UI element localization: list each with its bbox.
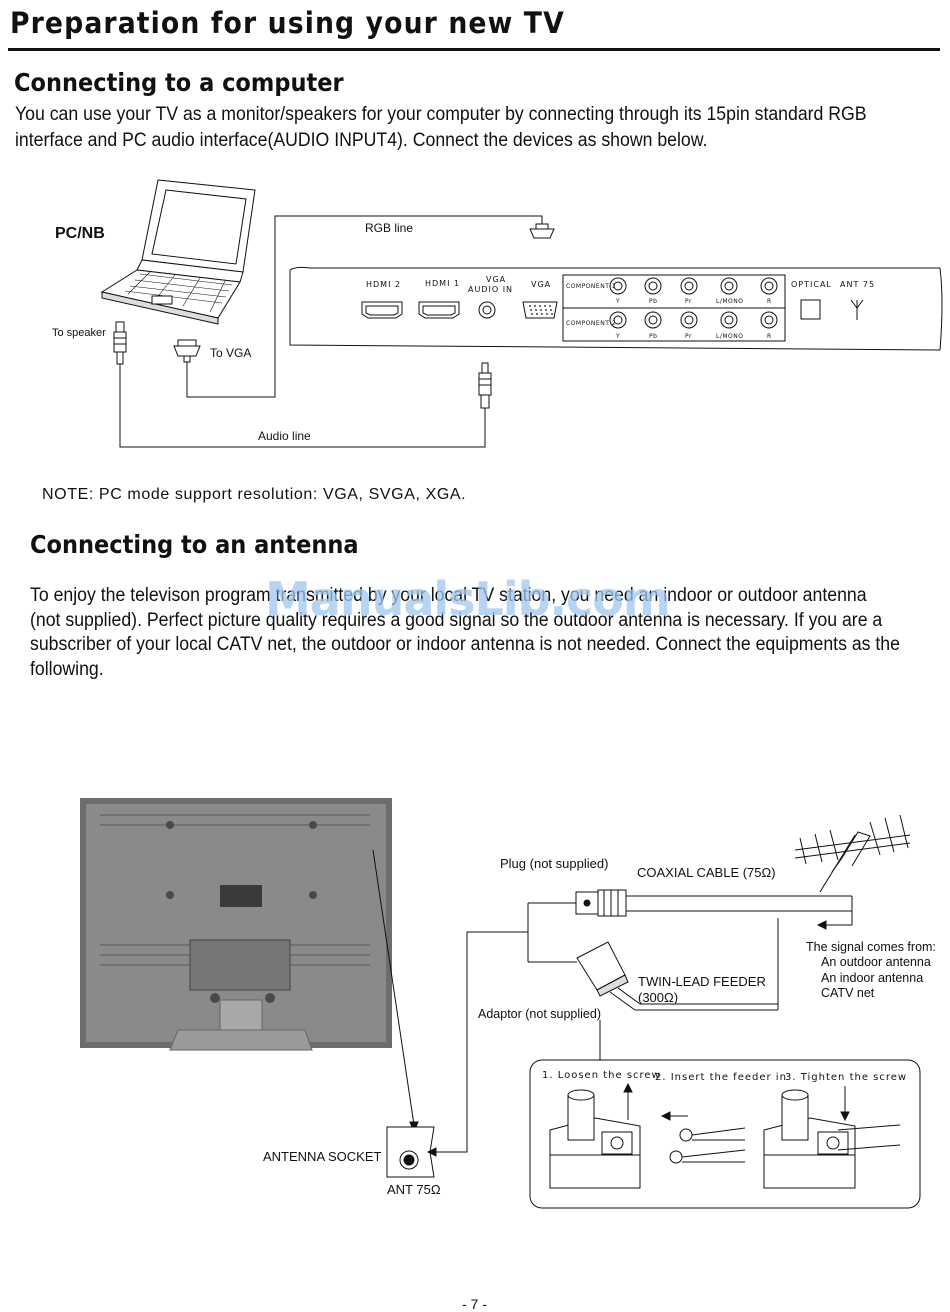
section-heading-computer: Connecting to a computer <box>14 68 344 97</box>
computer-paragraph-line: interface and PC audio interface(AUDIO I… <box>15 130 708 151</box>
section-heading-antenna: Connecting to an antenna <box>30 530 359 559</box>
vga-audio-in-label-2: AUDIO IN <box>468 285 514 294</box>
antenna-paragraph: To enjoy the televison program transmitt… <box>30 584 900 682</box>
to-vga-label: To VGA <box>210 346 252 360</box>
outdoor-antenna-label: An outdoor antenna <box>821 955 931 969</box>
title-divider <box>8 48 940 51</box>
r-label: R <box>767 298 772 305</box>
antenna-paragraph-line: following. <box>30 658 104 680</box>
ant75-port-label: ANT 75 <box>840 280 876 289</box>
component2-label: COMPONENT 2 <box>566 320 617 327</box>
signal-source-label: The signal comes from: <box>806 940 936 954</box>
hdmi2-label: HDMI 2 <box>366 280 402 289</box>
hdmi1-label: HDMI 1 <box>425 279 461 288</box>
component1-label: COMPONENT 1 <box>566 283 617 290</box>
step1-label: 1. Loosen the screw <box>542 1070 661 1081</box>
vga-audio-in-label-1: VGA <box>486 275 507 284</box>
y-label: Y <box>616 333 621 340</box>
step3-label: 3. Tighten the screw <box>785 1072 908 1083</box>
pc-nb-label: PC/NB <box>55 225 105 242</box>
step2-label: 2. Insert the feeder in <box>655 1072 787 1083</box>
antenna-symbol-icon <box>850 299 864 320</box>
audio-line-label: Audio line <box>258 429 311 443</box>
step2-illustration <box>669 1127 746 1164</box>
pr-label: Pr <box>685 298 692 305</box>
antenna-paragraph-line: subscriber of your local CATV net, the o… <box>30 634 900 655</box>
tv-back-image <box>80 798 392 1051</box>
pr-label: Pr <box>685 333 692 340</box>
pb-label: Pb <box>649 298 658 305</box>
lmono-label: L/MONO <box>716 333 744 340</box>
twin-lead-adaptor-icon <box>576 941 629 997</box>
watermark: ManualsLib.com <box>265 572 671 626</box>
hdmi2-port <box>361 301 403 319</box>
vga-port <box>522 301 558 319</box>
page-number: - 7 - <box>462 1296 487 1312</box>
antenna-paragraph-line: To enjoy the televison program transmitt… <box>30 585 867 606</box>
vga-plug-icon <box>173 339 201 363</box>
coax-plug-icon <box>575 889 627 917</box>
rgb-line-label: RGB line <box>365 221 414 235</box>
antenna-socket-label: ANTENNA SOCKET <box>263 1149 382 1164</box>
speaker-jack-icon <box>113 321 127 365</box>
step1-illustration <box>549 1082 688 1189</box>
antenna-paragraph-line: (not supplied). Perfect picture quality … <box>30 609 883 631</box>
indoor-antenna-label: An indoor antenna <box>821 971 924 985</box>
y-label: Y <box>616 298 621 305</box>
catv-net-label: CATV net <box>821 986 875 1000</box>
coaxial-cable-label: COAXIAL CABLE (75Ω) <box>637 865 776 880</box>
component-jacks <box>609 277 778 329</box>
ant75-label: ANT 75Ω <box>387 1182 441 1197</box>
outdoor-antenna-icon <box>794 814 911 893</box>
optical-label: OPTICAL <box>791 280 832 289</box>
r-label: R <box>767 333 772 340</box>
adaptor-label: Adaptor (not supplied) <box>478 1007 601 1021</box>
lmono-label: L/MONO <box>716 298 744 305</box>
to-speaker-label: To speaker <box>52 327 106 339</box>
optical-port <box>800 299 821 320</box>
step3-illustration <box>763 1086 901 1189</box>
pb-label: Pb <box>649 333 658 340</box>
computer-paragraph-line: You can use your TV as a monitor/speaker… <box>15 104 867 125</box>
laptop-icon <box>100 179 256 325</box>
hdmi1-port <box>418 301 460 319</box>
plug-label: Plug (not supplied) <box>500 856 609 871</box>
twin-lead-label: TWIN-LEAD FEEDER <box>638 974 766 989</box>
twin-lead-impedance-label: (300Ω) <box>638 990 679 1005</box>
page-title: Preparation for using your new TV <box>10 6 565 40</box>
vga-label: VGA <box>531 280 552 289</box>
vga-audio-in-port <box>478 301 496 319</box>
audio-plug-icon <box>478 362 492 409</box>
computer-paragraph: You can use your TV as a monitor/speaker… <box>15 102 867 154</box>
pc-mode-note: NOTE: PC mode support resolution: VGA, S… <box>42 486 467 503</box>
vga-plug-top-icon <box>529 223 555 239</box>
